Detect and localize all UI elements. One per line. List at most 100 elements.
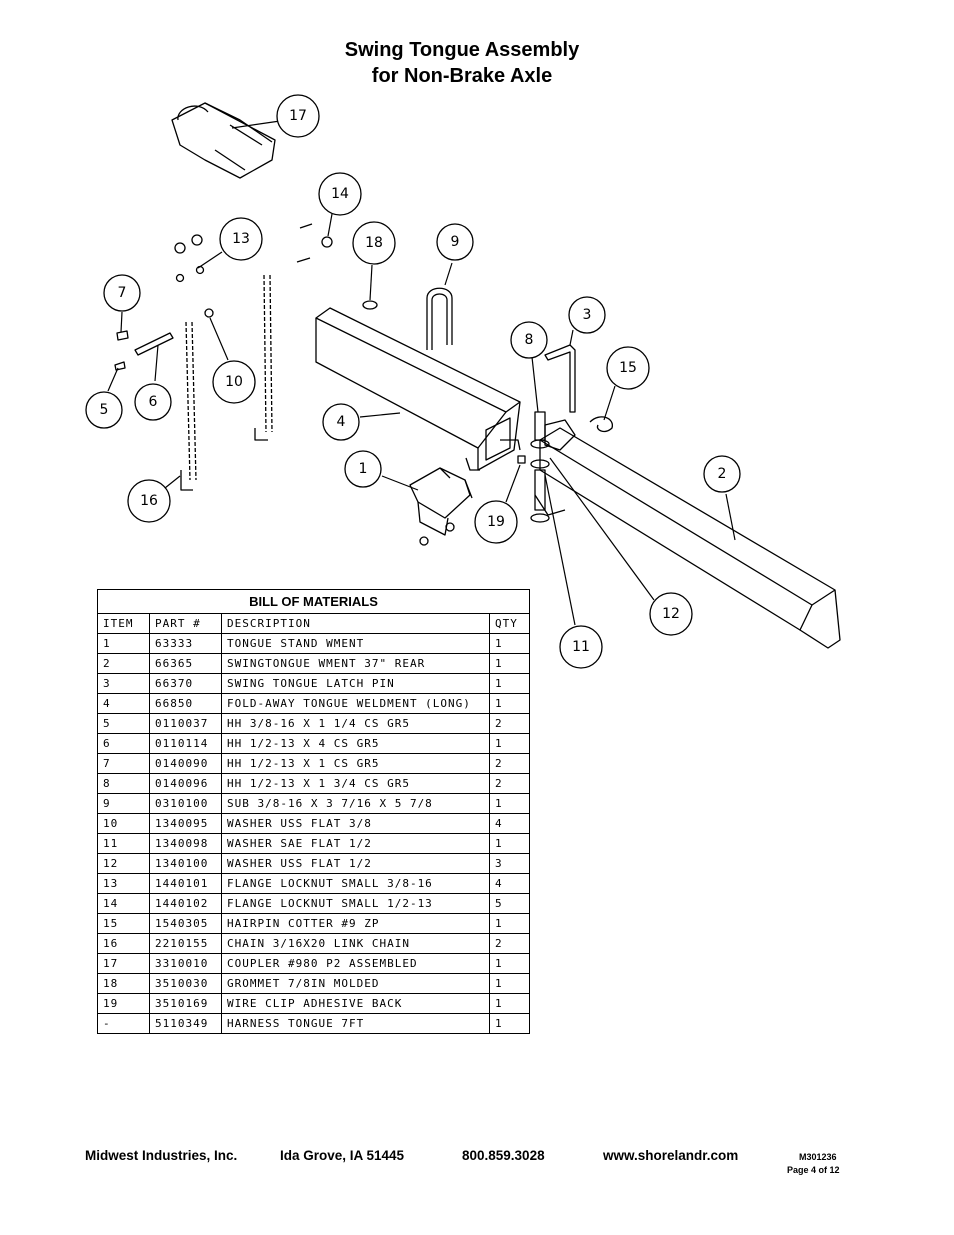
bom-cell-part: 1340100 (149, 853, 222, 874)
bom-cell-description: SWING TONGUE LATCH PIN (221, 673, 490, 694)
bom-cell-part: 3510169 (149, 993, 222, 1014)
svg-text:1: 1 (359, 461, 368, 477)
bom-cell-part: 63333 (149, 633, 222, 654)
bom-title: BILL OF MATERIALS (97, 589, 530, 614)
bom-col-description: DESCRIPTION (221, 613, 490, 634)
bom-cell-item: 4 (97, 693, 150, 714)
callout-14: 14 (318, 172, 362, 216)
bom-cell-item: 14 (97, 893, 150, 914)
bom-cell-qty: 2 (489, 713, 530, 734)
callout-18: 18 (352, 221, 396, 265)
bom-cell-description: HH 1/2-13 X 1 CS GR5 (221, 753, 490, 774)
callout-12: 12 (649, 592, 693, 636)
callout-6: 6 (134, 383, 172, 421)
bom-cell-qty: 1 (489, 793, 530, 814)
bom-cell-description: GROMMET 7/8IN MOLDED (221, 973, 490, 994)
bom-cell-description: HH 3/8-16 X 1 1/4 CS GR5 (221, 713, 490, 734)
bom-cell-item: 8 (97, 773, 150, 794)
bom-cell-part: 1440102 (149, 893, 222, 914)
callout-leaders (107, 120, 736, 626)
svg-text:4: 4 (337, 414, 346, 430)
svg-text:13: 13 (232, 231, 250, 247)
svg-text:3: 3 (583, 307, 592, 323)
svg-text:5: 5 (100, 402, 109, 418)
svg-text:8: 8 (525, 332, 534, 348)
bom-cell-part: 1340095 (149, 813, 222, 834)
callout-9: 9 (436, 223, 474, 261)
bom-cell-description: WIRE CLIP ADHESIVE BACK (221, 993, 490, 1014)
bom-cell-qty: 2 (489, 933, 530, 954)
callout-7: 7 (103, 274, 141, 312)
bolt-8-part (534, 411, 546, 441)
bom-cell-item: 18 (97, 973, 150, 994)
callout-8: 8 (510, 321, 548, 359)
bolt-lower-part (534, 469, 546, 511)
bom-cell-part: 1440101 (149, 873, 222, 894)
bom-cell-qty: 1 (489, 693, 530, 714)
bom-col-item: ITEM (97, 613, 150, 634)
swingtongue-part (534, 419, 841, 649)
bom-cell-item: 5 (97, 713, 150, 734)
bom-cell-description: WASHER USS FLAT 1/2 (221, 853, 490, 874)
bom-cell-qty: 1 (489, 733, 530, 754)
bom-cell-description: FLANGE LOCKNUT SMALL 1/2-13 (221, 893, 490, 914)
bom-cell-description: WASHER SAE FLAT 1/2 (221, 833, 490, 854)
callout-17: 17 (276, 94, 320, 138)
bom-cell-qty: 1 (489, 673, 530, 694)
bom-cell-description: SUB 3/8-16 X 3 7/16 X 5 7/8 (221, 793, 490, 814)
bom-cell-item: 12 (97, 853, 150, 874)
bom-cell-item: 9 (97, 793, 150, 814)
bom-cell-item: 19 (97, 993, 150, 1014)
bom-cell-qty: 4 (489, 813, 530, 834)
bom-cell-description: FLANGE LOCKNUT SMALL 3/8-16 (221, 873, 490, 894)
svg-text:16: 16 (140, 493, 158, 509)
bom-cell-qty: 1 (489, 913, 530, 934)
bom-cell-part: 0110037 (149, 713, 222, 734)
bom-cell-part: 66850 (149, 693, 222, 714)
callout-1: 1 (344, 450, 382, 488)
svg-text:2: 2 (718, 466, 727, 482)
footer-page-number: Page 4 of 12 (787, 1165, 840, 1175)
bom-cell-item: 13 (97, 873, 150, 894)
grommet-part (362, 300, 378, 310)
svg-text:17: 17 (289, 108, 307, 124)
coupler-part (171, 102, 276, 179)
bom-cell-item: 2 (97, 653, 150, 674)
washer-stack (517, 439, 550, 523)
svg-text:12: 12 (662, 606, 680, 622)
footer-phone: 800.859.3028 (462, 1148, 545, 1163)
bom-cell-qty: 1 (489, 833, 530, 854)
bom-cell-item: 17 (97, 953, 150, 974)
bom-cell-qty: 1 (489, 993, 530, 1014)
bill-of-materials-table: BILL OF MATERIALS ITEM PART # DESCRIPTIO… (97, 589, 530, 1034)
bom-cell-part: 3310010 (149, 953, 222, 974)
bom-cell-item: 10 (97, 813, 150, 834)
callout-bubbles: 17 14 13 18 9 7 8 3 15 10 5 6 4 1 2 16 1… (85, 94, 741, 669)
bom-cell-item: 1 (97, 633, 150, 654)
bom-cell-qty: 2 (489, 773, 530, 794)
bom-cell-part: 3510030 (149, 973, 222, 994)
bom-cell-description: TONGUE STAND WMENT (221, 633, 490, 654)
bom-cell-part: 66365 (149, 653, 222, 674)
bom-cell-part: 5110349 (149, 1013, 222, 1034)
bom-cell-part: 2210155 (149, 933, 222, 954)
bom-cell-qty: 1 (489, 633, 530, 654)
svg-text:6: 6 (149, 394, 158, 410)
bom-cell-description: FOLD-AWAY TONGUE WELDMENT (LONG) (221, 693, 490, 714)
bom-cell-qty: 1 (489, 973, 530, 994)
bom-cell-item: 3 (97, 673, 150, 694)
